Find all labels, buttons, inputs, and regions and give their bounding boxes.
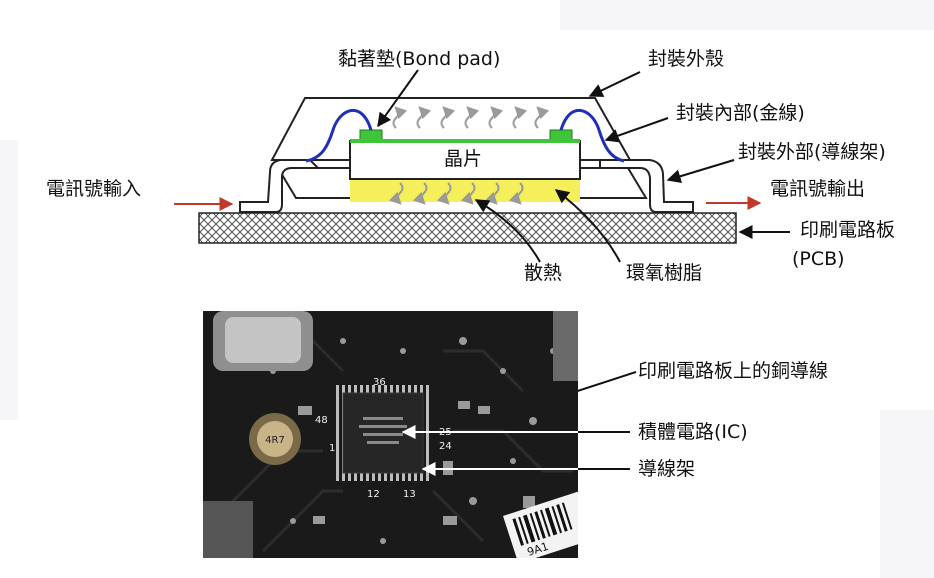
pointer-package-outer <box>666 159 735 184</box>
lead-frame-left <box>239 159 321 213</box>
pin-number-12: 12 <box>367 489 380 500</box>
label-bond-pad: 黏著墊(Bond pad) <box>338 48 501 70</box>
label-package-inner: 封裝內部(金線) <box>676 102 805 124</box>
label-pcb: 印刷電路板 <box>800 219 896 241</box>
label-package-shell: 封裝外殼 <box>648 48 725 70</box>
pointer-package-shell <box>588 71 641 97</box>
inductor-component: 4R7 <box>249 413 301 465</box>
barcode-label: 9A1 <box>503 482 578 558</box>
pin-number-13: 13 <box>403 489 416 500</box>
heat-arrows-top <box>392 106 550 129</box>
label-chip: 晶片 <box>444 148 483 170</box>
pointer-package-inner <box>604 117 669 143</box>
pin-number-1: 1 <box>329 443 335 454</box>
pcb-photo: 4R7 36 25 24 48 1 12 13 <box>203 311 578 558</box>
background-shade-top-right <box>560 0 934 30</box>
pcb-board <box>198 212 737 244</box>
pin-number-48: 48 <box>315 415 328 426</box>
pointer-bond-pad <box>377 69 419 128</box>
gold-wire-left <box>305 108 373 163</box>
label-lead-frame: 導線架 <box>638 458 696 480</box>
bond-pad-strip <box>350 139 580 143</box>
label-copper-trace: 印刷電路板上的銅導線 <box>638 360 829 382</box>
pcb-photo-image: 4R7 36 25 24 48 1 12 13 <box>203 311 578 558</box>
label-pcb-abbr: (PCB) <box>792 248 845 270</box>
crystal-component <box>213 311 313 371</box>
heat-arrows-bottom <box>388 182 524 205</box>
label-heat: 散熱 <box>524 262 563 284</box>
label-epoxy: 環氧樹脂 <box>626 262 703 284</box>
pointer-heat <box>474 199 541 263</box>
background-shade-left <box>0 140 18 420</box>
inductor-marking: 4R7 <box>265 435 285 446</box>
pin-number-36: 36 <box>373 377 386 388</box>
label-signal-out: 電訊號輸出 <box>770 178 866 200</box>
gold-wire-right <box>559 108 625 163</box>
chip <box>349 140 581 180</box>
barcode-text: 9A1 <box>526 540 550 558</box>
lead-frame-right <box>599 159 694 213</box>
pin-number-24: 24 <box>439 441 452 452</box>
label-ic: 積體電路(IC) <box>638 421 748 443</box>
label-signal-in: 電訊號輸入 <box>46 178 142 200</box>
background-shade-bottom-right <box>880 410 934 578</box>
label-package-outer: 封裝外部(導線架) <box>738 141 886 163</box>
pointer-epoxy <box>554 189 621 263</box>
epoxy-layer <box>350 179 580 202</box>
